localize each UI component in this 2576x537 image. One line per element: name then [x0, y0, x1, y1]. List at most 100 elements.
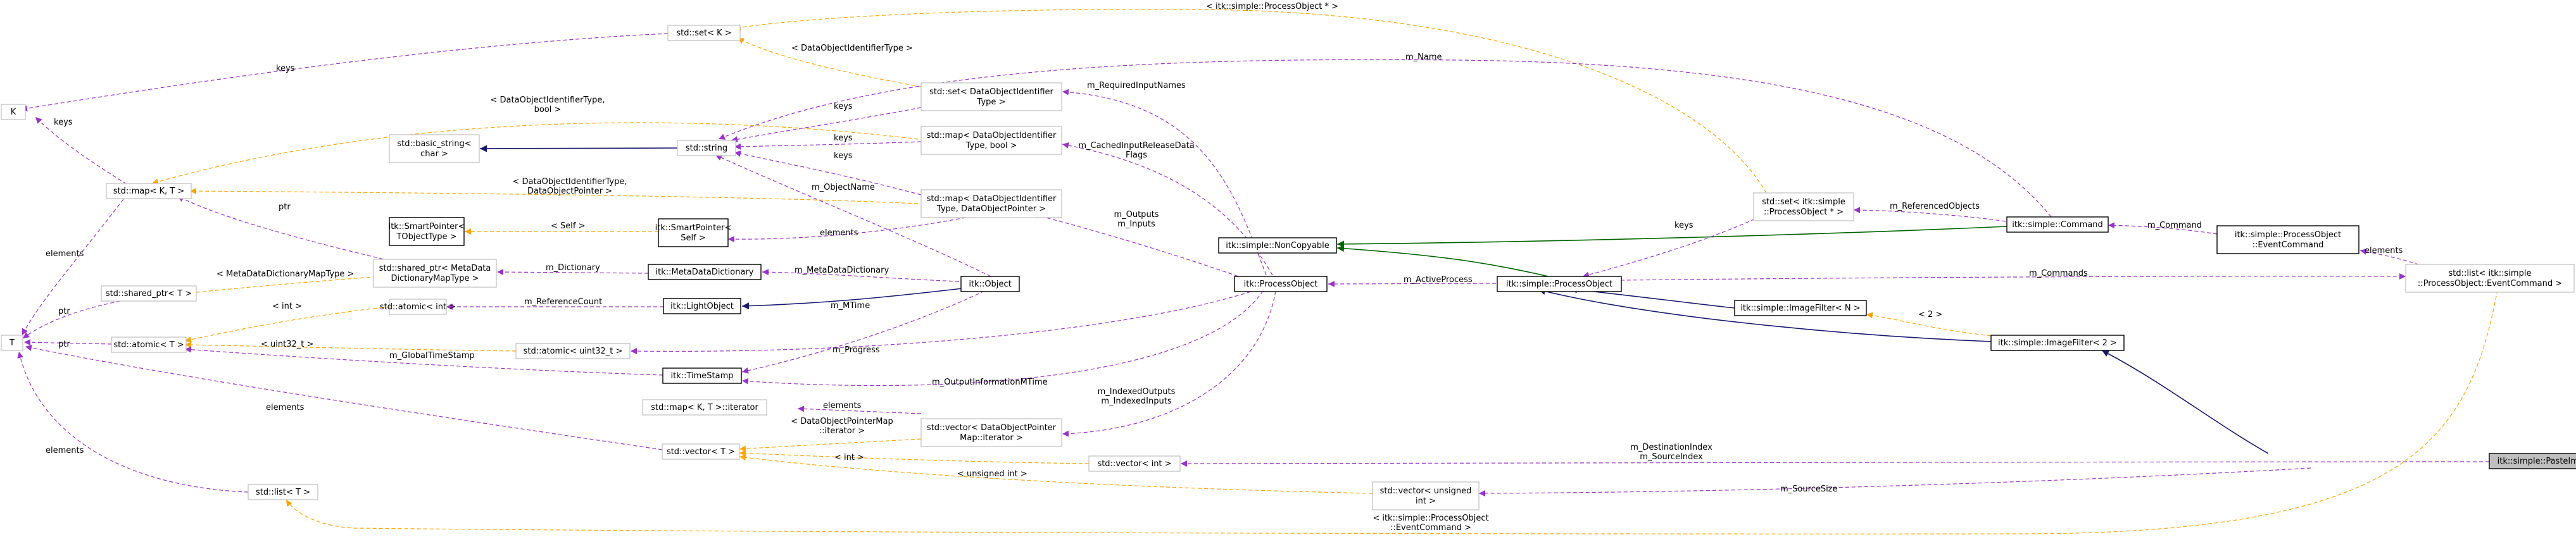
node-label: itk::simple::ImageFilter< 2 >	[1998, 338, 2117, 348]
edge-label: < MetaDataDictionaryMapType >	[217, 269, 354, 279]
node-itk-metadatadictionary[interactable]: itk::MetaDataDictionary	[648, 264, 762, 280]
edge-label-line: m_IndexedOutputs	[1098, 387, 1176, 397]
node-basic-string[interactable]: std::basic_string<char >	[389, 134, 480, 163]
node-label-line: std::set< itk::simple	[1762, 197, 1845, 207]
edge-label-line: m_DestinationIndex	[1630, 443, 1712, 452]
edge-elements-map-t	[22, 199, 124, 336]
edge-label-line: < DataObjectIdentifierType,	[491, 96, 605, 105]
node-shared-ptr-t[interactable]: std::shared_ptr< T >	[101, 285, 197, 302]
edge-label: m_ObjectName	[812, 183, 875, 192]
node-atomic-uint32[interactable]: std::atomic< uint32_t >	[515, 343, 631, 359]
node-map-k-t[interactable]: std::map< K, T >	[106, 183, 192, 199]
node-itk-object[interactable]: itk::Object	[960, 276, 1020, 292]
edge-label: m_Commands	[2029, 269, 2088, 278]
node-label: std::map< K, T >::iterator	[651, 403, 758, 412]
edge-uint-vector	[739, 454, 1373, 494]
node-noncopyable[interactable]: itk::simple::NonCopyable	[1218, 237, 1337, 254]
node-label: std::set< itk::simple::ProcessObject * >	[1762, 197, 1845, 217]
edge-m-outputs-inputs	[1031, 212, 1245, 279]
node-imagefilter-2[interactable]: itk::simple::ImageFilter< 2 >	[1990, 335, 2125, 351]
node-list-eventcommand[interactable]: std::list< itk::simple::ProcessObject::E…	[2405, 264, 2575, 293]
node-simple-processobject[interactable]: itk::simple::ProcessObject	[1497, 276, 1622, 292]
node-atomic-t[interactable]: std::atomic< T >	[111, 336, 187, 353]
edge-m-mtime	[741, 290, 985, 374]
edge-doid-bool-map	[151, 122, 919, 185]
edge-inherit-basic-string	[479, 145, 678, 152]
edge-inherit-noncopyable-cmd	[1336, 226, 2007, 248]
node-string[interactable]: std::string	[677, 140, 736, 156]
edge-ptr-sp-mdd	[177, 195, 390, 261]
edge-label: ptr	[58, 340, 70, 349]
edge-spo-set-k	[734, 9, 1767, 194]
node-map-iterator[interactable]: std::map< K, T >::iterator	[642, 399, 767, 416]
edge-label: < uint32_t >	[261, 340, 313, 349]
edge-label: < unsigned int >	[957, 469, 1027, 479]
node-itk-timestamp[interactable]: itk::TimeStamp	[662, 367, 742, 384]
node-k[interactable]: K	[1, 104, 26, 120]
node-t[interactable]: T	[1, 335, 23, 351]
node-itk-lightobject[interactable]: itk::LightObject	[663, 298, 741, 314]
edge-m-requiredinputnames	[1062, 89, 1267, 276]
edge-label-line: < DataObjectPointerMap	[791, 417, 893, 426]
edge-label: ptr	[58, 307, 70, 316]
node-set-k[interactable]: std::set< K >	[667, 25, 741, 41]
node-itk-processobject[interactable]: itk::ProcessObject	[1234, 276, 1328, 292]
node-set-simple-processobject[interactable]: std::set< itk::simple::ProcessObject * >	[1753, 192, 1854, 221]
node-label: std::string	[686, 144, 727, 153]
edge-m-metadatadictionary	[762, 269, 960, 282]
node-label-line: std::set< DataObjectIdentifier	[929, 87, 1053, 97]
edge-label: < DataObjectIdentifierType,bool >	[491, 96, 605, 114]
node-label-line: std::map< DataObjectIdentifier	[927, 131, 1057, 140]
node-label-line: DictionaryMapType >	[391, 274, 479, 283]
node-label-line: TObjectType >	[396, 232, 456, 242]
node-label-line: itk::SmartPointer<	[655, 223, 732, 233]
edge-label: keys	[1674, 221, 1693, 230]
node-label-line: std::map< DataObjectIdentifier	[927, 194, 1057, 204]
node-label-line: Self >	[681, 233, 705, 243]
node-vector-t[interactable]: std::vector< T >	[662, 443, 740, 460]
node-processobject-eventcommand[interactable]: itk::simple::ProcessObject::EventCommand	[2216, 225, 2359, 254]
edge-m-activeprocess	[1328, 280, 1497, 287]
node-label: itk::SmartPointer<TObjectType >	[389, 222, 465, 242]
edge-uint32-atomic	[184, 342, 517, 352]
edge-label: elements	[46, 446, 84, 455]
node-label-line: Type, DataObjectPointer >	[936, 204, 1046, 214]
edge-label: elements	[266, 403, 305, 412]
node-label: T	[9, 338, 15, 348]
node-label: std::list< itk::simple::ProcessObject::E…	[2418, 269, 2562, 288]
edge-m-indexedoutputs-inputs	[1062, 290, 1276, 437]
node-itk-smartpointer-tobjecttype[interactable]: itk::SmartPointer<TObjectType >	[389, 217, 465, 246]
node-label: std::vector< T >	[667, 447, 735, 457]
node-label-line: Type >	[977, 97, 1006, 107]
edge-int-vector	[739, 450, 1090, 464]
node-label: itk::SmartPointer<Self >	[655, 223, 732, 243]
edge-label: m_Command	[2147, 221, 2202, 230]
node-label: std::atomic< uint32_t >	[524, 347, 623, 356]
node-atomic-int[interactable]: std::atomic< int >	[380, 299, 456, 315]
node-list-t[interactable]: std::list< T >	[248, 484, 318, 500]
node-label-line: ::EventCommand	[2252, 240, 2324, 250]
edge-label-line: ::iterator >	[819, 426, 865, 436]
edge-label: < int >	[834, 453, 864, 462]
node-vector-int[interactable]: std::vector< int >	[1088, 455, 1181, 472]
edge-label: < int >	[272, 302, 302, 311]
edge-label: < DataObjectPointerMap::iterator >	[791, 417, 893, 436]
edge-m-sourcesize	[1478, 467, 2311, 497]
node-label-line: std::basic_string<	[397, 139, 471, 149]
node-itk-smartpointer-self[interactable]: itk::SmartPointer<Self >	[655, 218, 732, 247]
node-simple-command[interactable]: itk::simple::Command	[2006, 216, 2109, 233]
node-imagefilter-n[interactable]: itk::simple::ImageFilter< N >	[1734, 300, 1867, 316]
node-pasteimagefilter[interactable]: itk::simple::PasteImageFilter	[2489, 453, 2576, 469]
edge-label-line: Flags	[1126, 151, 1147, 160]
edge-label: m_GlobalTimeStamp	[389, 351, 475, 361]
edge-label-line: bool >	[534, 105, 562, 114]
